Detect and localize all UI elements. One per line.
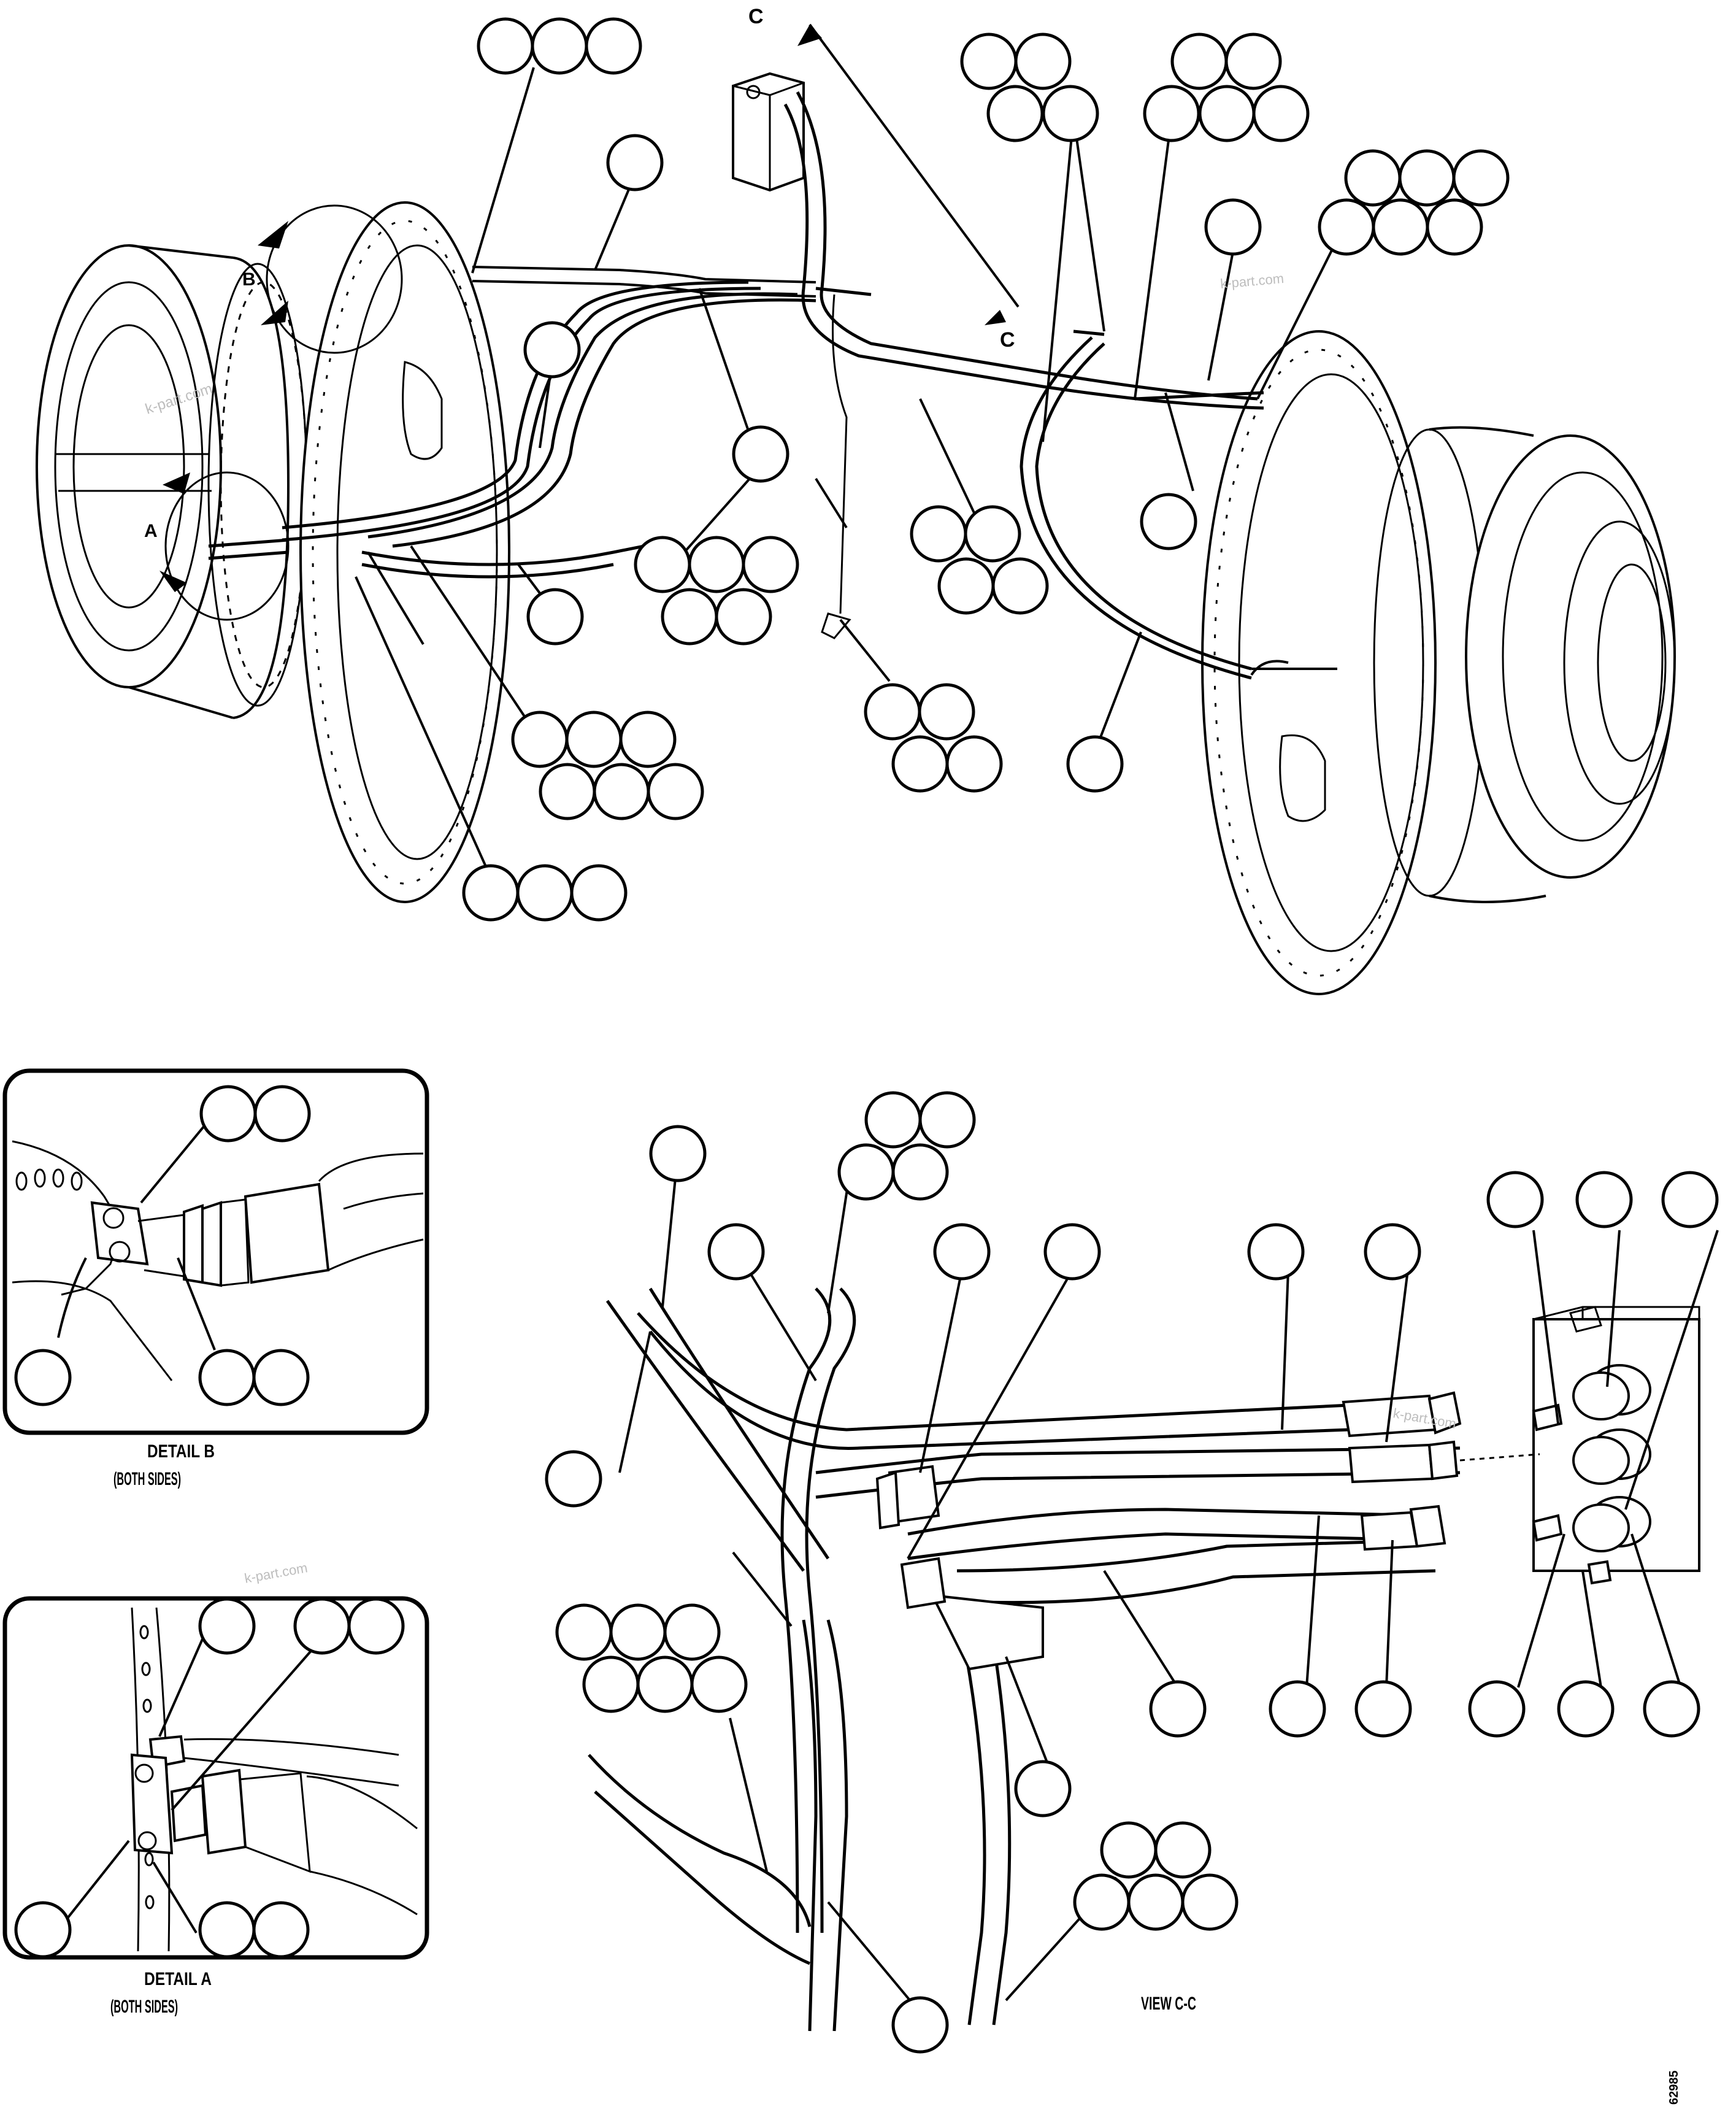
detail-a-subtitle: (BOTH SIDES): [110, 1997, 178, 2017]
section-c-label-top: C: [748, 5, 764, 28]
detail-a-arrow: [163, 472, 190, 494]
valve-block: [732, 72, 805, 192]
detail-b-arrow-lower: [261, 301, 288, 325]
view-cc-fittings: [875, 1391, 1462, 1609]
view-cc-balloons: [545, 1091, 1719, 2054]
right-wheel-hub: [1250, 426, 1676, 903]
callout-b-label: B: [242, 269, 256, 290]
section-c-arrow-top: [797, 25, 822, 46]
detail-b-subtitle: (BOTH SIDES): [113, 1469, 181, 1489]
detail-b-title: DETAIL B: [147, 1441, 215, 1462]
drawing-number: 62985: [1667, 2070, 1681, 2105]
detail-a-arrow-lower: [159, 571, 187, 592]
right-mounting-flange: [1201, 330, 1437, 995]
detail-b-arrow: [258, 221, 288, 249]
view-cc-title: VIEW C-C: [1141, 1994, 1196, 2014]
detail-b-circle: [266, 204, 403, 354]
view-cc-drawing: [588, 1287, 1700, 2032]
detail-b-holes: [15, 1168, 83, 1191]
section-c-line: [808, 23, 1020, 308]
view-cc-hoses: [588, 1287, 1461, 2032]
detail-a-panel: [2, 1596, 429, 1960]
left-mounting-flange: [299, 201, 510, 903]
section-c-label-bottom: C: [1000, 328, 1015, 352]
axle-assembly: [36, 23, 1676, 995]
detail-a-title: DETAIL A: [144, 1969, 212, 1989]
view-cc-dashed-centerline: [1459, 1453, 1540, 1462]
section-c-arrow-bottom: [985, 310, 1006, 325]
callout-a-label: A: [144, 521, 158, 541]
watermark-3: k-part.com: [244, 1560, 309, 1586]
detail-b-panel: [2, 1068, 429, 1435]
detail-a-circle: [164, 471, 290, 621]
view-cc-valve-block: [1532, 1306, 1700, 1585]
main-view-balloons: [355, 17, 1510, 922]
